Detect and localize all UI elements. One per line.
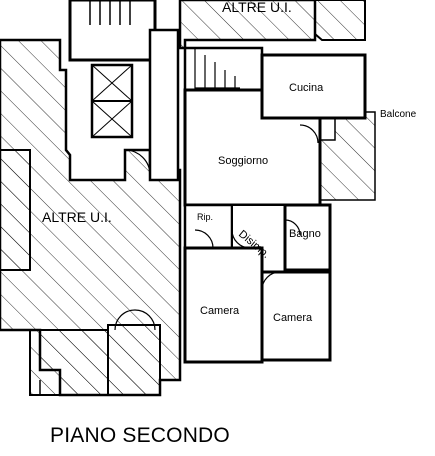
label-rip: Rip. (197, 212, 213, 222)
label-camera-right: Camera (273, 312, 313, 324)
stair-core (68, 0, 180, 182)
plan-title: PIANO SECONDO (50, 424, 230, 447)
label-camera-left: Camera (200, 305, 240, 317)
hatched-other-units (0, 0, 376, 397)
label-bagno: Bagno (289, 228, 321, 240)
label-altre-ui-left: ALTRE U.I. (42, 209, 112, 225)
apartment-walls (183, 46, 367, 364)
label-balcone: Balcone (380, 109, 417, 120)
label-altre-ui-top: ALTRE U.I. (222, 0, 292, 15)
label-cucina: Cucina (289, 82, 324, 94)
label-soggiorno: Soggiorno (218, 155, 268, 167)
window-marks (39, 75, 366, 396)
inner-stair (194, 48, 240, 89)
door-swings (114, 124, 319, 331)
